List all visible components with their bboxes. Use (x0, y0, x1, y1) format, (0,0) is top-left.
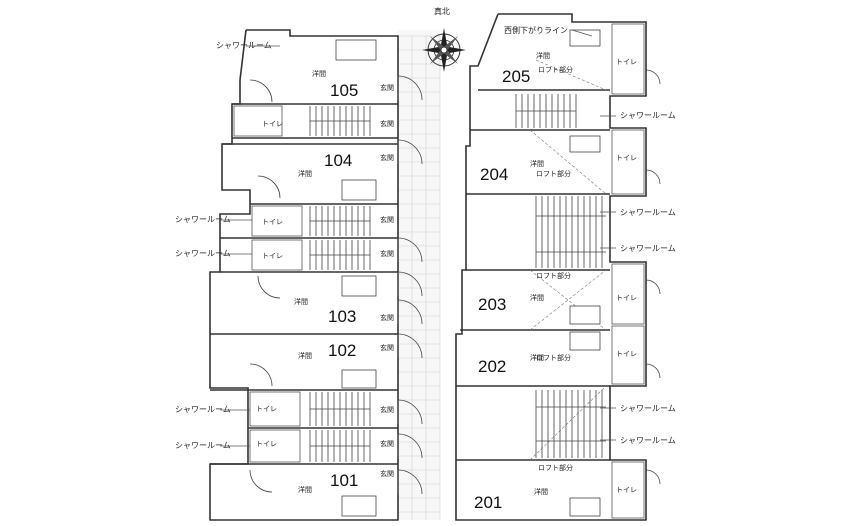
toilet-label-104: トイレ (262, 218, 283, 226)
entry-label-102: 玄関 (380, 343, 394, 352)
room-number-101: 101 (330, 471, 358, 490)
shower-label-104: シャワールーム (175, 215, 231, 224)
room-number-204: 204 (480, 165, 508, 184)
room-number-203: 203 (478, 295, 506, 314)
entry-label-103b: 玄関 (380, 249, 394, 258)
toilet-label-102: トイレ (256, 405, 277, 413)
room-number-202: 202 (478, 357, 506, 376)
room-number-205: 205 (502, 67, 530, 86)
room-number-103: 103 (328, 307, 356, 326)
compass-label: 真北 (434, 6, 450, 16)
entry-label-104: 玄関 (380, 153, 394, 162)
western-label-103: 洋間 (294, 297, 308, 306)
toilet-label-202: トイレ (616, 350, 637, 358)
kitchen-104 (341, 179, 377, 201)
toilet-label-103: トイレ (262, 252, 283, 260)
western-label-204: 洋間 (530, 159, 544, 168)
room-number-102: 102 (328, 341, 356, 360)
entry-label-105: 玄関 (380, 83, 394, 92)
toilet-label-105: トイレ (262, 120, 283, 128)
right-building (455, 13, 661, 521)
shower-label-105: シャワールーム (216, 41, 272, 50)
slope-line-annotation: 西側下がりライン (504, 25, 568, 35)
loft-label-203: ロフト部分 (536, 271, 571, 280)
kitchen-101 (341, 495, 377, 517)
shower-label-203: シャワールーム (620, 244, 676, 253)
shower-label-201: シャワールーム (620, 436, 676, 445)
kitchen-103 (341, 275, 377, 297)
entry-label-103: 玄関 (380, 313, 394, 322)
toilet-label-204: トイレ (616, 154, 637, 162)
western-label-205: 洋間 (536, 51, 550, 60)
loft-label-205: ロフト部分 (538, 65, 573, 74)
kitchen-102 (341, 369, 377, 389)
entry-label-102b: 玄関 (380, 405, 394, 414)
entry-label-101b: 玄関 (380, 439, 394, 448)
toilet-label-203: トイレ (616, 294, 637, 302)
western-label-202: 洋間 (530, 353, 544, 362)
western-label-203: 洋間 (530, 293, 544, 302)
toilet-label-201: トイレ (616, 486, 637, 494)
loft-label-201: ロフト部分 (538, 463, 573, 472)
shower-label-103: シャワールーム (175, 249, 231, 258)
loft-label-202: ロフト部分 (536, 353, 571, 362)
room-number-104: 104 (324, 151, 352, 170)
shower-label-205: シャワールーム (620, 111, 676, 120)
western-label-104: 洋間 (298, 169, 312, 178)
entry-label-101: 玄関 (380, 469, 394, 478)
shower-label-202: シャワールーム (620, 404, 676, 413)
toilet-label-205: トイレ (616, 58, 637, 66)
western-label-102: 洋間 (298, 351, 312, 360)
shower-label-102: シャワールーム (175, 405, 231, 414)
compass-rose-icon (422, 28, 466, 72)
shower-label-204: シャワールーム (620, 208, 676, 217)
left-building (209, 29, 423, 521)
toilet-label-101: トイレ (256, 440, 277, 448)
room-number-201: 201 (474, 493, 502, 512)
entry-label-105b: 玄関 (380, 119, 394, 128)
room-number-105: 105 (330, 81, 358, 100)
western-label-201: 洋間 (534, 487, 548, 496)
kitchen-105 (335, 39, 377, 61)
entry-label-104b: 玄関 (380, 215, 394, 224)
shower-label-101: シャワールーム (175, 441, 231, 450)
western-label-101: 洋間 (298, 485, 312, 494)
loft-label-204: ロフト部分 (536, 169, 571, 178)
western-label-105: 洋間 (312, 69, 326, 78)
